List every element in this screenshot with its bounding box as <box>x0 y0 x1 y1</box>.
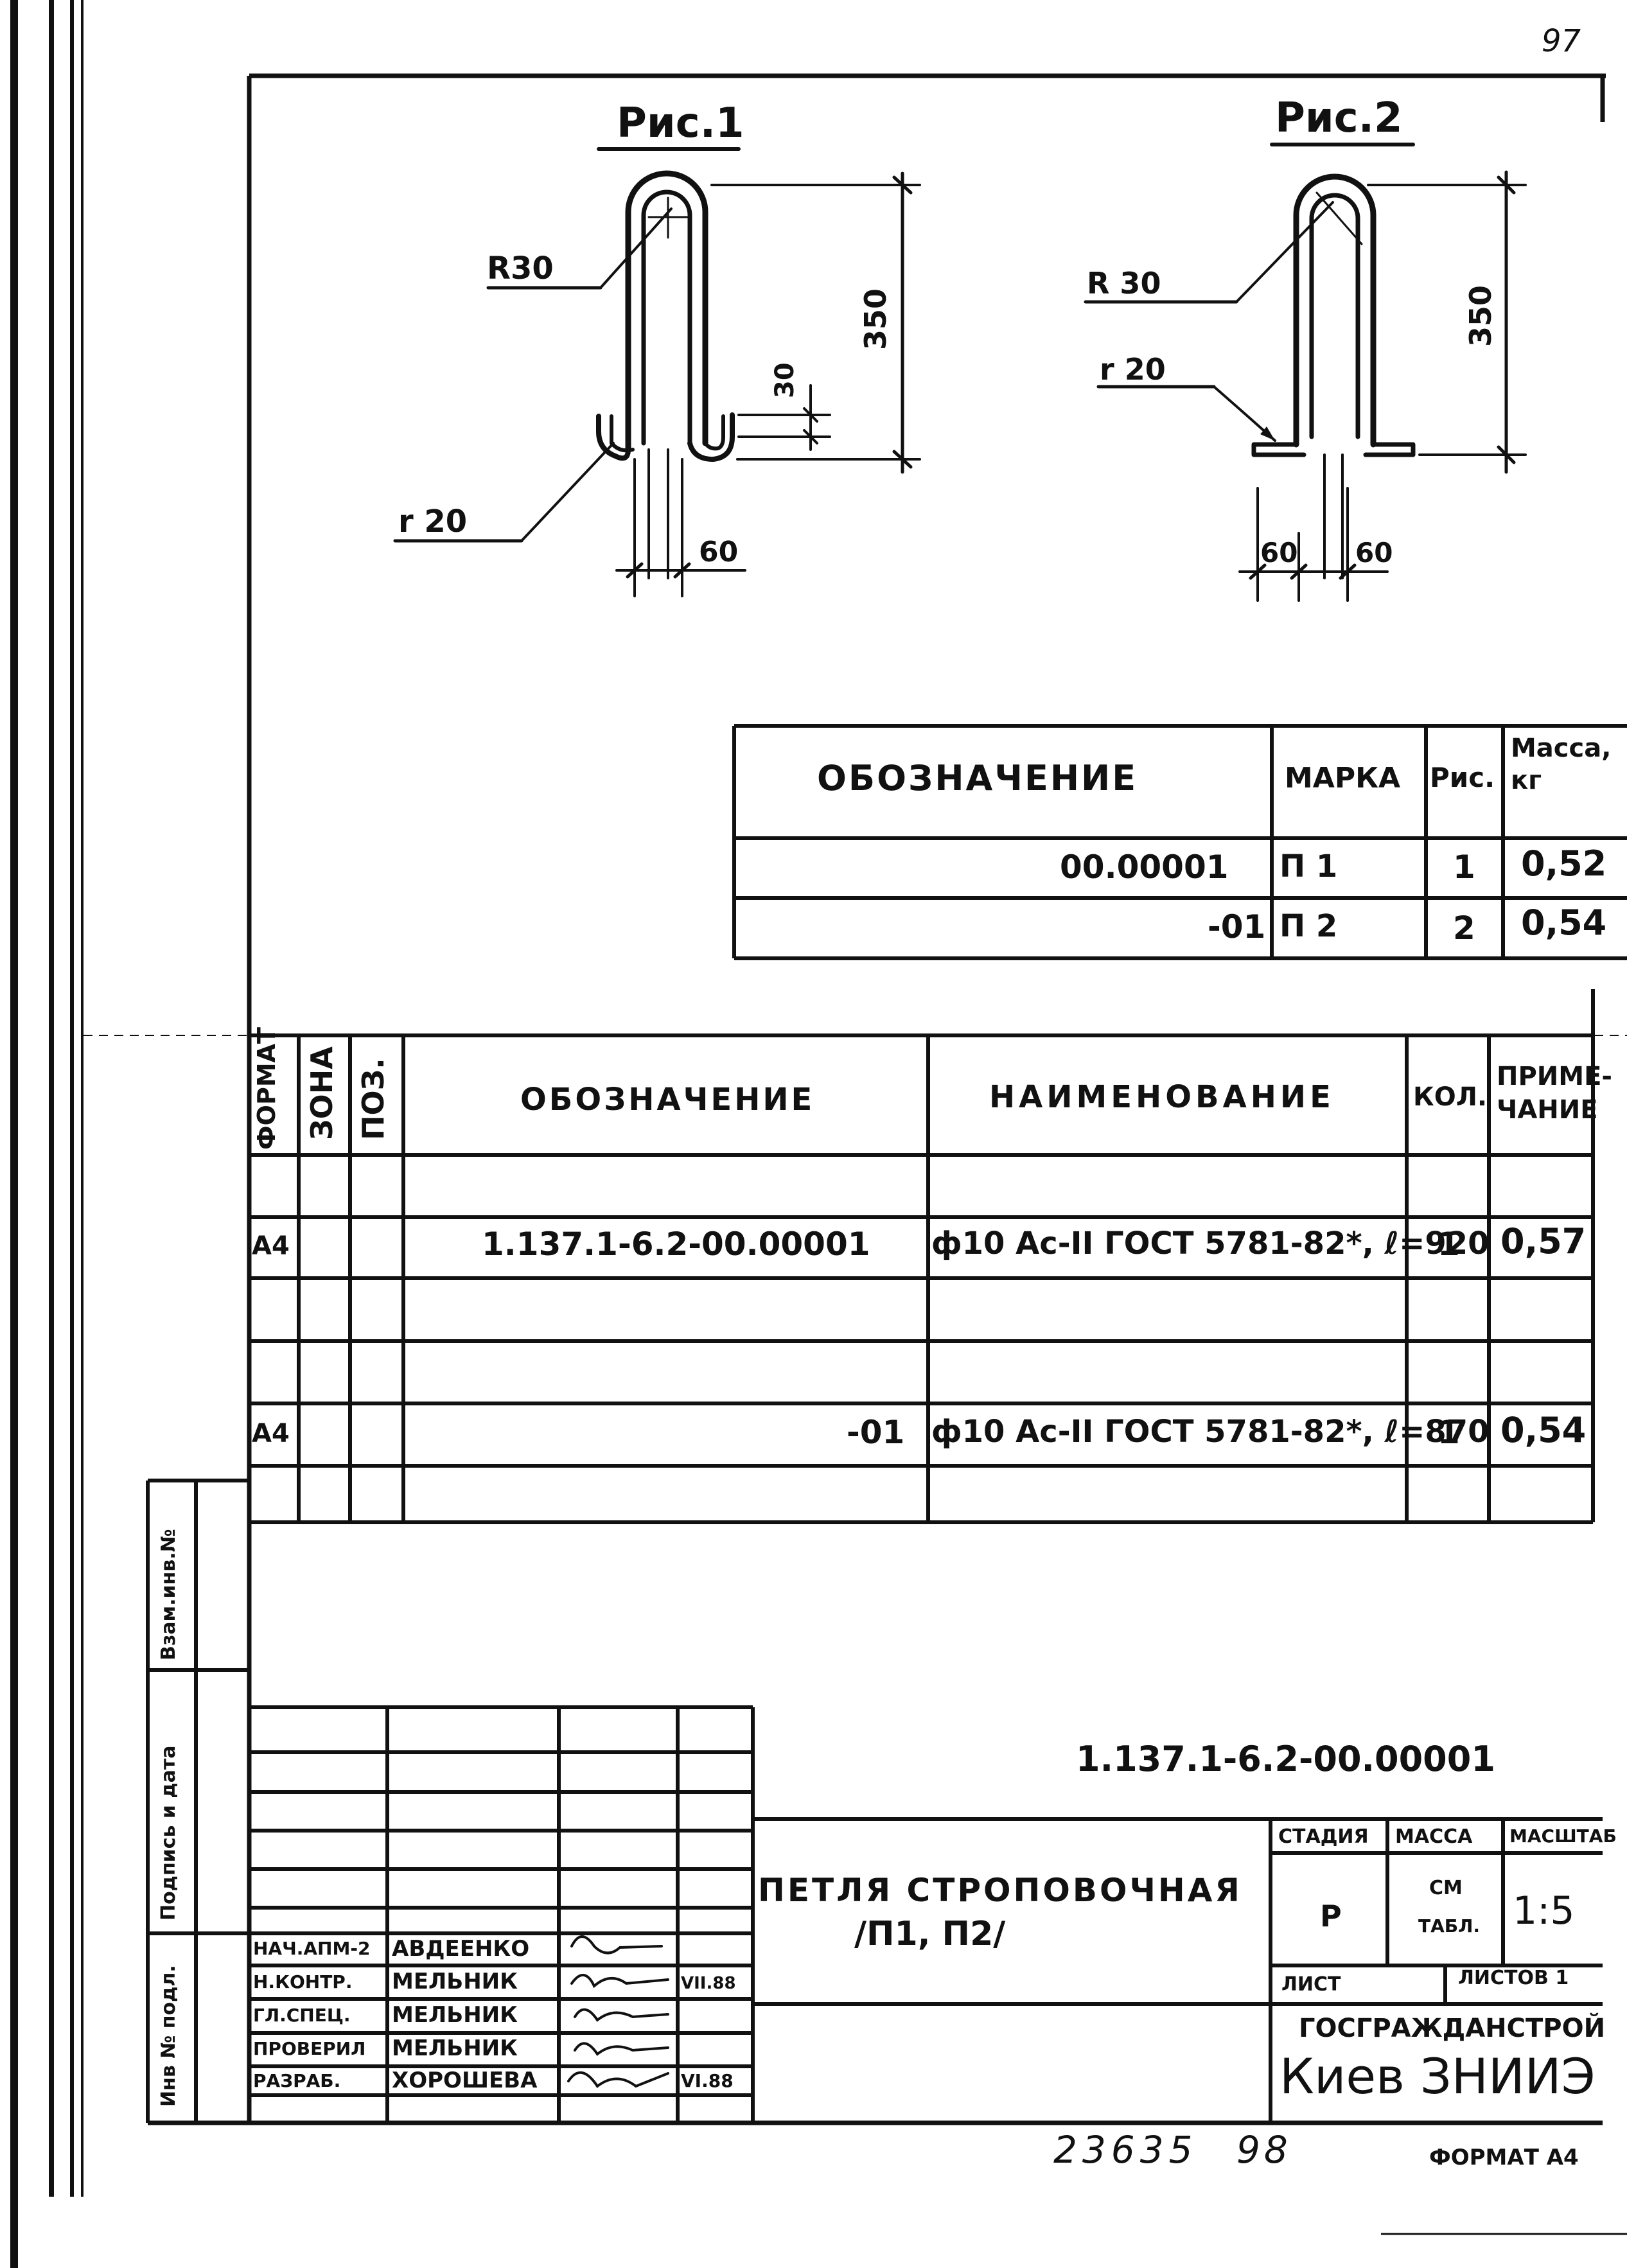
side-stamp-podpis-data: Подпись и дата <box>157 1745 180 1921</box>
spec-row-2-designation: -01 <box>847 1414 905 1451</box>
side-stamp-vzam-inv: Взам.инв.№ <box>157 1529 180 1660</box>
signature-role: Гл.спец. <box>253 2005 351 2026</box>
main-frame <box>148 73 1606 2125</box>
side-stamp-grid <box>146 1479 249 2123</box>
mark-table-row-1-mass: 0,52 <box>1521 843 1607 884</box>
spec-row-2-note: 0,54 <box>1500 1410 1587 1450</box>
spec-header-zone: ЗОНА <box>304 1046 339 1140</box>
figure-2-drawing <box>1084 143 1527 602</box>
title-block-scale-value: 1:5 <box>1513 1888 1575 1933</box>
spec-row-1-note: 0,57 <box>1500 1221 1587 1261</box>
format-label: Формат А4 <box>1429 2145 1579 2170</box>
figure-1-width-dimension: 60 <box>699 536 739 568</box>
title-block-mass-label: Масса <box>1395 1825 1473 1848</box>
title-block-stage-label: Стадия <box>1278 1825 1369 1848</box>
side-stamp-inv-podl: Инв № подл. <box>157 1965 180 2107</box>
figure-1-height-dimension: 350 <box>858 288 893 350</box>
title-block-org-line-2: Киев ЗНИИЭ <box>1280 2048 1596 2105</box>
mark-table-header-mark: Марка <box>1285 762 1401 795</box>
signature-role: Нач.АПМ-2 <box>253 1938 371 1959</box>
spec-row-1-name: ф10 Ас-II ГОСТ 5781-82*, ℓ=920 <box>931 1226 1490 1261</box>
spec-header-name: НАИМЕНОВАНИЕ <box>989 1079 1335 1115</box>
figure-1-radius-inner: r 20 <box>398 504 468 540</box>
spec-row-2-name: ф10 Ас-II ГОСТ 5781-82*, ℓ=870 <box>931 1414 1490 1450</box>
figure-2-width-right: 60 <box>1355 537 1393 568</box>
signature-name: Авдеенко <box>392 1936 530 1962</box>
spec-row-1-designation: 1.137.1-6.2-00.00001 <box>482 1226 870 1263</box>
figure-1-title: Рис.1 <box>617 100 744 147</box>
figure-1-radius-outer: R30 <box>487 251 554 286</box>
mark-table-header-fig: Рис. <box>1430 762 1495 793</box>
title-block-title-line-2: /П1, П2/ <box>854 1915 1006 1953</box>
signature-date: VII.88 <box>681 1974 736 1993</box>
figure-2-title: Рис.2 <box>1275 94 1403 142</box>
spec-header-pos: ПОЗ. <box>356 1058 391 1140</box>
spec-row-2-format: A4 <box>252 1419 290 1448</box>
title-block-document-code: 1.137.1-6.2-00.00001 <box>1076 1739 1495 1779</box>
mark-table-row-1-mark: П 1 <box>1280 848 1338 884</box>
figure-2-radius-inner: r 20 <box>1100 352 1166 387</box>
spec-header-qty: КОЛ. <box>1413 1082 1488 1112</box>
mark-table-row-1-fig: 1 <box>1453 848 1475 886</box>
title-block-sheet-label: Лист <box>1281 1973 1341 1996</box>
spec-row-1-format: A4 <box>252 1231 290 1261</box>
left-binding-edge <box>10 0 84 2268</box>
figure-1-hook-dimension: 30 <box>770 362 800 398</box>
signature-name: Мельник <box>392 2002 518 2028</box>
spec-header-note: ПРИМЕ-ЧАНИЕ <box>1497 1062 1612 1125</box>
title-block-org-line-1: ГОСГРАЖДАНСТРОЙ <box>1299 2014 1606 2043</box>
signature-name: Мельник <box>392 2035 518 2061</box>
signature-role: Проверил <box>253 2038 366 2059</box>
spec-table-grid <box>84 989 1627 1524</box>
figure-1-drawing <box>393 147 921 597</box>
signature-date: VI.88 <box>681 2070 734 2091</box>
title-block-title-line-1: Петля строповочная <box>758 1872 1242 1909</box>
figure-2-height-dimension: 350 <box>1463 285 1498 347</box>
mark-table-row-2-fig: 2 <box>1453 910 1475 947</box>
signature-name: Мельник <box>392 1969 518 1994</box>
title-block-scale-label: Масштаб <box>1509 1825 1617 1847</box>
page-number: 97 <box>1542 23 1581 59</box>
title-block-sheets-label: Листов 1 <box>1458 1967 1569 1989</box>
inventory-sheet-number: 98 <box>1236 2128 1292 2172</box>
spec-header-designation: ОБОЗНАЧЕНИЕ <box>520 1082 815 1118</box>
title-block-grid <box>249 1705 1603 2123</box>
signature-name: Хорошева <box>392 2068 538 2093</box>
signature-role: Разраб. <box>253 2070 341 2091</box>
spec-row-2-qty: 1 <box>1438 1414 1460 1451</box>
mark-table-row-2-mark: П 2 <box>1280 908 1338 944</box>
spec-header-format: ФОРМАТ <box>252 1027 281 1150</box>
title-block-mass-value-line-2: табл. <box>1418 1915 1481 1937</box>
mark-table-grid <box>732 724 1627 960</box>
figure-2-width-left: 60 <box>1260 537 1298 568</box>
handwritten-signatures <box>567 1935 669 2088</box>
mark-table-row-2-designation: -01 <box>1208 908 1266 945</box>
title-block-stage-value: Р <box>1320 1899 1342 1933</box>
mark-table-header-mass: Масса, кг <box>1511 734 1612 795</box>
inventory-number: 23635 <box>1053 2128 1198 2172</box>
mark-table-row-2-mass: 0,54 <box>1521 902 1607 943</box>
signature-role: Н.контр. <box>253 1971 353 1992</box>
spec-row-1-qty: 1 <box>1438 1226 1460 1263</box>
figure-2-radius-outer: R 30 <box>1087 266 1161 301</box>
title-block-mass-value-line-1: см <box>1429 1877 1463 1899</box>
mark-table-header-designation: Обозначение <box>817 758 1138 798</box>
mark-table-row-1-designation: 00.00001 <box>1060 848 1229 886</box>
